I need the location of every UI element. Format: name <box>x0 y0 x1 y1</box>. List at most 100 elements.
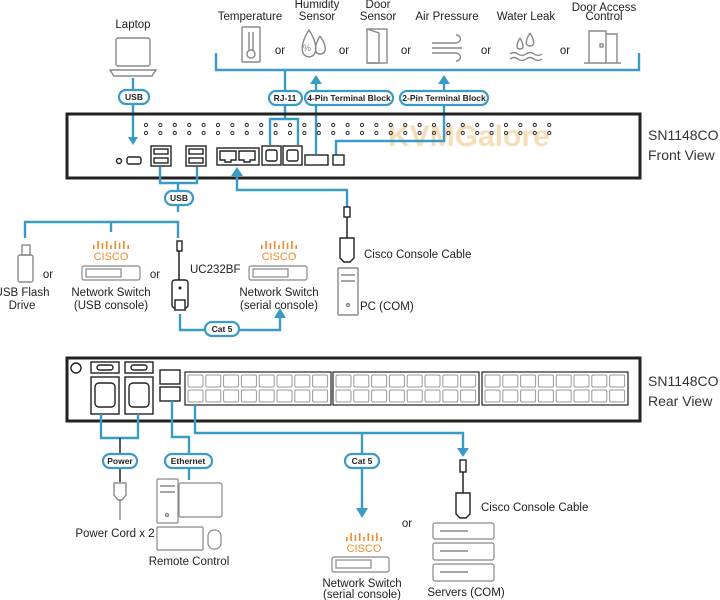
rj45-serial-port <box>371 374 388 388</box>
arrow-down-icon <box>128 137 138 145</box>
rj45-serial-port <box>520 389 537 403</box>
svg-text:or: or <box>481 45 491 57</box>
rj11-pill: RJ-11 <box>267 89 304 107</box>
led-dot <box>518 130 523 136</box>
cisco-bar <box>371 535 374 541</box>
led-dot <box>460 130 465 136</box>
cisco-logo: CISCO <box>346 533 382 555</box>
led-dot <box>417 130 422 136</box>
svg-text:Temperature: Temperature <box>218 11 283 23</box>
svg-text:4-Pin Terminal Block: 4-Pin Terminal Block <box>307 93 391 103</box>
switch-serial-label-1: Network Switch <box>239 287 318 299</box>
front-model: SN1148CO <box>648 127 719 143</box>
rj45-serial-port <box>258 389 275 403</box>
switch-rear-label-1: Network Switch <box>322 578 401 590</box>
cisco-bar <box>105 241 108 249</box>
hdmi-port <box>126 156 142 165</box>
cisco-bar <box>97 241 99 249</box>
led-dot <box>215 130 221 136</box>
or-label: or <box>150 269 160 281</box>
rj45-serial-port <box>294 374 311 388</box>
cisco-bar <box>114 241 117 249</box>
cisco-bar <box>363 537 365 541</box>
rj45-serial-port <box>442 374 459 388</box>
cisco-console-cable-icon <box>339 206 355 263</box>
svg-text:Power: Power <box>107 456 133 466</box>
cisco-logo: CISCO <box>261 241 297 263</box>
console-wire <box>235 176 349 207</box>
power-cord-icon <box>113 482 127 520</box>
water-leak-icon <box>509 32 543 62</box>
lan-port <box>159 386 181 402</box>
svg-text:RJ-11: RJ-11 <box>274 93 297 103</box>
rj45-serial-port <box>406 374 423 388</box>
svg-text:Door Access: Door Access <box>572 2 637 14</box>
led-dot <box>244 130 249 136</box>
usb-flash-drive-icon <box>17 244 34 283</box>
led-dot <box>316 130 321 136</box>
cisco-bar <box>291 241 293 249</box>
svg-text:or: or <box>339 45 349 57</box>
rj45-serial-port <box>205 389 222 403</box>
remote-computer-icon <box>156 478 223 551</box>
cisco-bar <box>358 533 361 541</box>
cisco-bar <box>265 241 267 249</box>
network-switch-icon <box>331 556 390 573</box>
led-dot <box>345 130 350 136</box>
svg-text:CISCO: CISCO <box>94 251 129 263</box>
cisco-bar <box>367 533 370 541</box>
rj45-serial-port <box>240 389 257 403</box>
rj45-serial-port <box>537 389 554 403</box>
led-dot <box>388 122 393 128</box>
rj45-serial-port <box>591 389 608 403</box>
rj45-serial-port <box>187 389 204 403</box>
servers-label: Servers (COM) <box>427 587 504 599</box>
led-dot <box>158 122 163 128</box>
4pin-terminal-block <box>304 154 329 166</box>
led-dot <box>172 130 177 136</box>
usb-pill-laptop: USB <box>117 88 151 106</box>
cisco-bar <box>127 245 129 249</box>
led-dot <box>403 122 408 128</box>
cisco-bar <box>261 245 263 249</box>
led-dot <box>316 122 321 128</box>
svg-text:2-Pin Terminal Block: 2-Pin Terminal Block <box>402 93 486 103</box>
cisco-bar <box>110 245 112 249</box>
remote-control-label: Remote Control <box>149 556 230 568</box>
led-dot <box>259 122 264 128</box>
rj45-serial-port <box>353 374 370 388</box>
led-dot <box>518 122 523 128</box>
rj45-serial-port <box>388 389 405 403</box>
rj45-serial-port <box>555 389 572 403</box>
led-dot <box>287 130 293 136</box>
rj45-serial-port <box>520 374 537 388</box>
reset-button <box>115 157 123 165</box>
rj45-serial-port <box>406 389 423 403</box>
cat5-pill-rear: Cat 5 <box>343 452 381 470</box>
2pin-pill: 2-Pin Terminal Block <box>398 89 490 107</box>
led-dot <box>403 130 408 136</box>
rj45-serial-port <box>335 374 352 388</box>
cisco-bar <box>123 241 125 249</box>
rj45-serial-port <box>484 389 501 403</box>
led-dot <box>187 130 192 136</box>
rj45-serial-port <box>609 374 626 388</box>
led-dot <box>287 122 293 128</box>
rj45-serial-port <box>460 374 477 388</box>
svg-text:CISCO: CISCO <box>347 543 382 555</box>
svg-text:Air Pressure: Air Pressure <box>415 11 478 23</box>
rj45-serial-port <box>276 389 293 403</box>
laptop-label: Laptop <box>115 19 150 31</box>
arrow-up-icon <box>310 75 322 84</box>
network-switch-icon <box>81 265 141 281</box>
rj45-serial-port <box>335 389 352 403</box>
led-dot <box>431 122 437 128</box>
or-label: or <box>402 518 412 530</box>
led-dots <box>143 122 552 136</box>
led-dot <box>259 130 264 136</box>
led-dot <box>359 130 365 136</box>
rj45-serial-port <box>276 374 293 388</box>
rj45-serial-port <box>591 374 608 388</box>
svg-text:Door: Door <box>366 0 391 11</box>
